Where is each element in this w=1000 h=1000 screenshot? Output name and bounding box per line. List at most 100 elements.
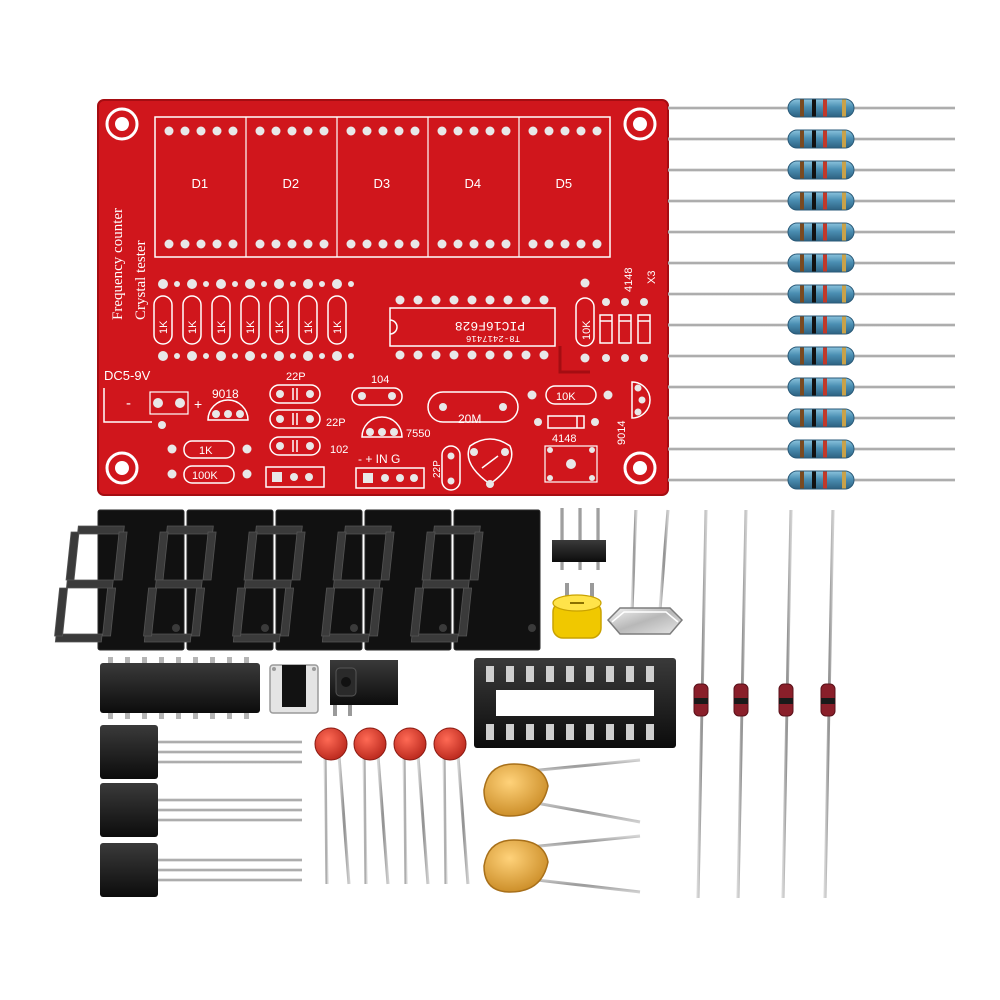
label-9018: 9018 (212, 387, 239, 401)
resistor-1k (668, 129, 955, 149)
ic-footprint: PIC16F628 T8-2417416 (389, 307, 556, 347)
pcb-board: D1 D2 D3 D4 D5 Frequency counter Crystal tes… (97, 99, 669, 496)
label-minus: - (126, 395, 131, 412)
resistor-footprint-label: 1K (303, 320, 315, 334)
resistor-footprint-label: 1K (158, 320, 170, 334)
resistor-10k-footprint: 10K (575, 278, 595, 363)
label-9014: 9014 (616, 421, 628, 445)
pin-header (552, 508, 606, 570)
seven-segment-display (410, 509, 541, 651)
transistors (100, 725, 302, 897)
label-22p-vertical: 22P (432, 460, 443, 478)
resistor-1k-lower-footprint: 1K (167, 440, 252, 459)
label-4148: 4148 (623, 268, 635, 292)
resistor-100k-footprint: 100K (167, 465, 252, 484)
resistor-1k (668, 160, 955, 180)
label-x3: X3 (646, 271, 658, 284)
label-22p-top: 22P (286, 371, 306, 383)
display-dividers (245, 117, 520, 257)
resistor-1k (668, 315, 955, 335)
label-102: 102 (330, 444, 348, 456)
dc-jack-footprint (103, 388, 189, 429)
ic-pic16f628 (100, 657, 260, 719)
label-104: 104 (371, 374, 389, 386)
transistor (100, 843, 302, 897)
crystal-footprint: 20M (427, 391, 519, 426)
label-1k-lower: 1K (199, 445, 213, 457)
resistor-footprint-label: 1K (187, 320, 199, 334)
resistor-1k (668, 439, 955, 459)
label-dc-input: DC5-9V (104, 368, 151, 383)
resistor-1k (668, 284, 955, 304)
diodes-1n4148 (693, 509, 836, 899)
ceramic-capacitor (353, 727, 390, 885)
ic-socket-18-pin (474, 658, 676, 748)
display-pads (164, 126, 602, 249)
trimmer-capacitor (552, 583, 602, 639)
label-4148-lower: 4148 (552, 433, 576, 445)
transistor-9014-footprint: 9014 (616, 381, 651, 445)
dc-jack (330, 660, 398, 716)
board-title: Frequency counter (110, 208, 126, 320)
input-header-footprint (355, 467, 425, 489)
display-label: D5 (556, 176, 573, 191)
diode-footprints (599, 314, 651, 344)
regulator-7550-footprint (361, 416, 403, 438)
seven-segment-displays (54, 509, 541, 651)
resistor-1k (668, 408, 955, 428)
display-label: D3 (374, 176, 391, 191)
chip-footprint-code: T8-2417416 (466, 333, 520, 343)
cap-footprints (269, 384, 321, 456)
ceramic-capacitor (433, 727, 470, 885)
trimmer-footprint: 22P (432, 438, 513, 491)
label-100k: 100K (192, 470, 218, 482)
resistor-footprint-label: 1K (332, 320, 344, 334)
diode-4148-lower-footprint: 4148 (534, 415, 599, 445)
label-22p-mid: 22P (326, 417, 346, 429)
resistor-1k (668, 222, 955, 242)
diode-1n4148 (693, 509, 709, 899)
diode-1n4148 (820, 509, 836, 899)
tantalum-capacitor-bottom (483, 834, 641, 894)
ceramic-capacitors (314, 727, 470, 885)
display-label: D2 (283, 176, 300, 191)
resistor-1k (668, 253, 955, 273)
cap-104-footprint (351, 387, 403, 406)
ceramic-capacitor (393, 727, 430, 885)
display-label: D1 (192, 176, 209, 191)
resistor-1k (668, 98, 955, 118)
resistor-1k (668, 346, 955, 366)
push-button (269, 664, 319, 714)
display-labels: D1 D2 D3 D4 D5 (192, 176, 573, 191)
resistor-footprint-label: 1K (245, 320, 257, 334)
transistor-9018-footprint (207, 399, 249, 421)
ic-pads (395, 295, 549, 360)
header-footprint-left (265, 466, 325, 488)
resistor-1k (668, 377, 955, 397)
label-7550: 7550 (406, 428, 430, 440)
mounting-hole (105, 107, 657, 485)
button-footprint (544, 445, 598, 483)
label-plus: + (194, 396, 202, 412)
label-20m: 20M (458, 412, 481, 426)
resistor-stack (668, 98, 955, 490)
diode-1n4148 (733, 509, 749, 899)
resistor-footprint-label: 1K (216, 320, 228, 334)
crystal-20mhz (606, 509, 684, 635)
resistor-1k (668, 191, 955, 211)
board-subtitle: Crystal tester (133, 240, 149, 320)
display-label: D4 (465, 176, 482, 191)
label-10k-horizontal: 10K (556, 391, 576, 403)
ceramic-capacitor (314, 727, 351, 885)
label-10k-vertical: 10K (581, 320, 593, 340)
resistor-10k-horizontal-footprint: 10K (527, 385, 613, 405)
transistor (100, 725, 302, 779)
display-footprint (154, 116, 611, 258)
resistor-1k (668, 470, 955, 490)
chip-footprint-name: PIC16F628 (455, 318, 525, 333)
diode-1n4148 (778, 509, 794, 899)
transistor (100, 783, 302, 837)
label-input-header: - + IN G (358, 452, 400, 466)
